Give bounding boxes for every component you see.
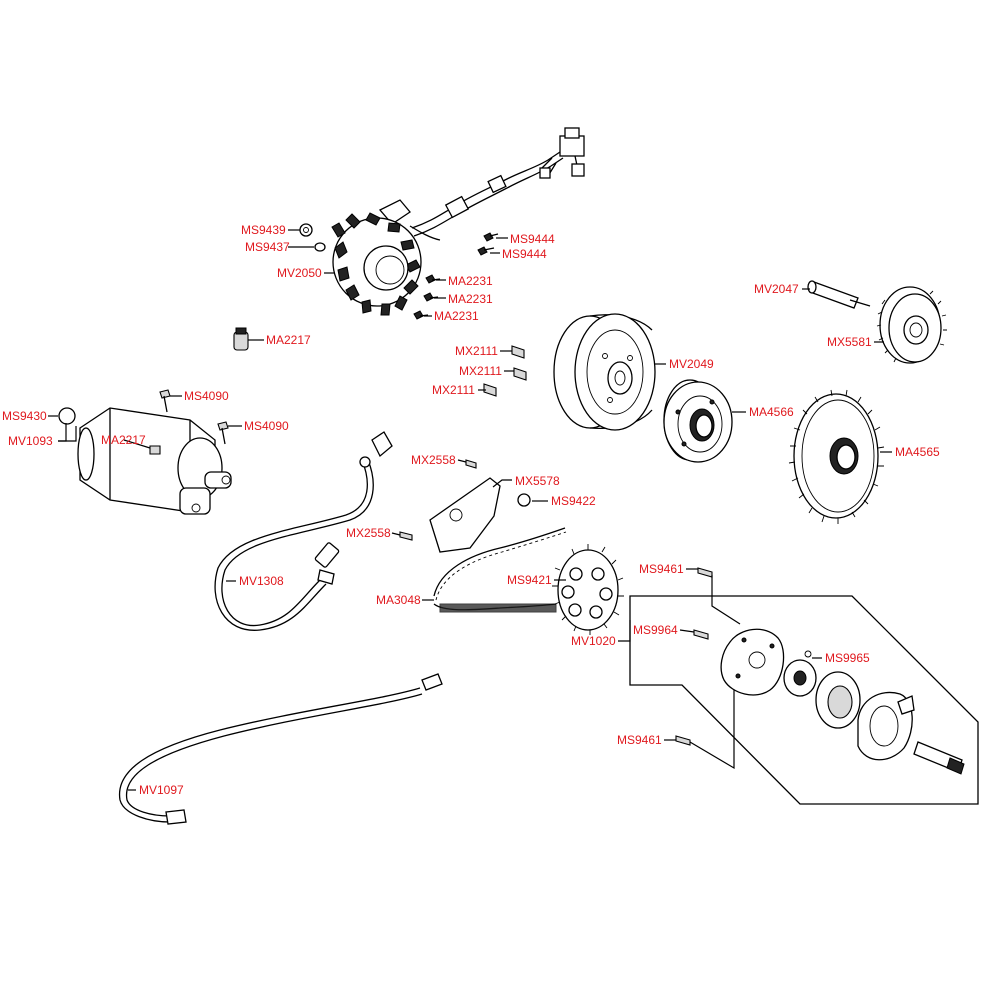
label-mv2050[interactable]: MV2050: [277, 266, 322, 280]
stator-nut-washer: [299, 223, 326, 252]
part-labels: MS9439 MS9437 MV2050 MS9444 MS9444 MA223…: [2, 223, 940, 797]
label-mx2558-b[interactable]: MX2558: [346, 526, 391, 540]
starter-driven-gear: [788, 389, 885, 524]
label-mv1093[interactable]: MV1093: [8, 434, 53, 448]
label-ms4090-b[interactable]: MS4090: [244, 419, 289, 433]
flywheel: [553, 313, 656, 431]
label-mx2111-b[interactable]: MX2111: [459, 364, 502, 378]
oil-pump-rotor: [783, 650, 817, 697]
label-ma2217-motor[interactable]: MA2217: [101, 433, 146, 447]
cap-part-top: [233, 327, 249, 351]
cam-sprocket: [552, 544, 624, 635]
label-ma2231-b[interactable]: MA2231: [448, 292, 493, 306]
label-ma4566[interactable]: MA4566: [749, 405, 794, 419]
label-mv2049[interactable]: MV2049: [669, 357, 714, 371]
label-mx5578[interactable]: MX5578: [515, 474, 560, 488]
label-ms9437[interactable]: MS9437: [245, 240, 290, 254]
label-mv2047[interactable]: MV2047: [754, 282, 799, 296]
starter-cable: [214, 431, 393, 631]
stator-wiring-harness: [378, 127, 585, 241]
label-ma2231-c[interactable]: MA2231: [434, 309, 479, 323]
label-mv1308[interactable]: MV1308: [239, 574, 284, 588]
oil-pump-shaft: [913, 741, 965, 775]
leader-lines: [48, 229, 892, 791]
chain-guide-cover: [399, 459, 531, 553]
label-ms9461-a[interactable]: MS9461: [639, 562, 684, 576]
label-ms9444-b[interactable]: MS9444: [502, 247, 547, 261]
label-ms9461-b[interactable]: MS9461: [617, 733, 662, 747]
inset-screws: [675, 567, 741, 770]
oil-pump-body: [857, 691, 915, 761]
label-ma4565[interactable]: MA4565: [895, 445, 940, 459]
oil-pump-outer-rotor: [815, 671, 861, 729]
label-ma2217-top[interactable]: MA2217: [266, 333, 311, 347]
idle-shaft: [807, 280, 871, 309]
label-ms9444-a[interactable]: MS9444: [510, 232, 555, 246]
starter-motor-bolts: [159, 389, 229, 445]
label-ms9965[interactable]: MS9965: [825, 651, 870, 665]
oil-pump-cover: [720, 628, 785, 696]
inset-outline: [629, 595, 979, 805]
label-ma2231-a[interactable]: MA2231: [448, 274, 493, 288]
label-ms9439[interactable]: MS9439: [241, 223, 286, 237]
label-ma3048[interactable]: MA3048: [376, 593, 421, 607]
starter-clutch: [663, 379, 733, 463]
label-mx2111-a[interactable]: MX2111: [455, 344, 498, 358]
idle-gear: [876, 286, 947, 364]
label-mx5581[interactable]: MX5581: [827, 335, 872, 349]
timing-chain: [433, 527, 567, 613]
label-ms9964[interactable]: MS9964: [633, 623, 678, 637]
label-ms9422[interactable]: MS9422: [551, 494, 596, 508]
label-ms4090-a[interactable]: MS4090: [184, 389, 229, 403]
label-mv1020[interactable]: MV1020: [571, 634, 616, 648]
ground-cable: [118, 673, 443, 825]
label-mx2111-c[interactable]: MX2111: [432, 383, 475, 397]
label-ms9430[interactable]: MS9430: [2, 409, 47, 423]
stator-coil: [331, 212, 422, 316]
label-mx2558-a[interactable]: MX2558: [411, 453, 456, 467]
label-mv1097[interactable]: MV1097: [139, 783, 184, 797]
label-ms9421[interactable]: MS9421: [507, 573, 552, 587]
starter-motor: [58, 407, 232, 515]
